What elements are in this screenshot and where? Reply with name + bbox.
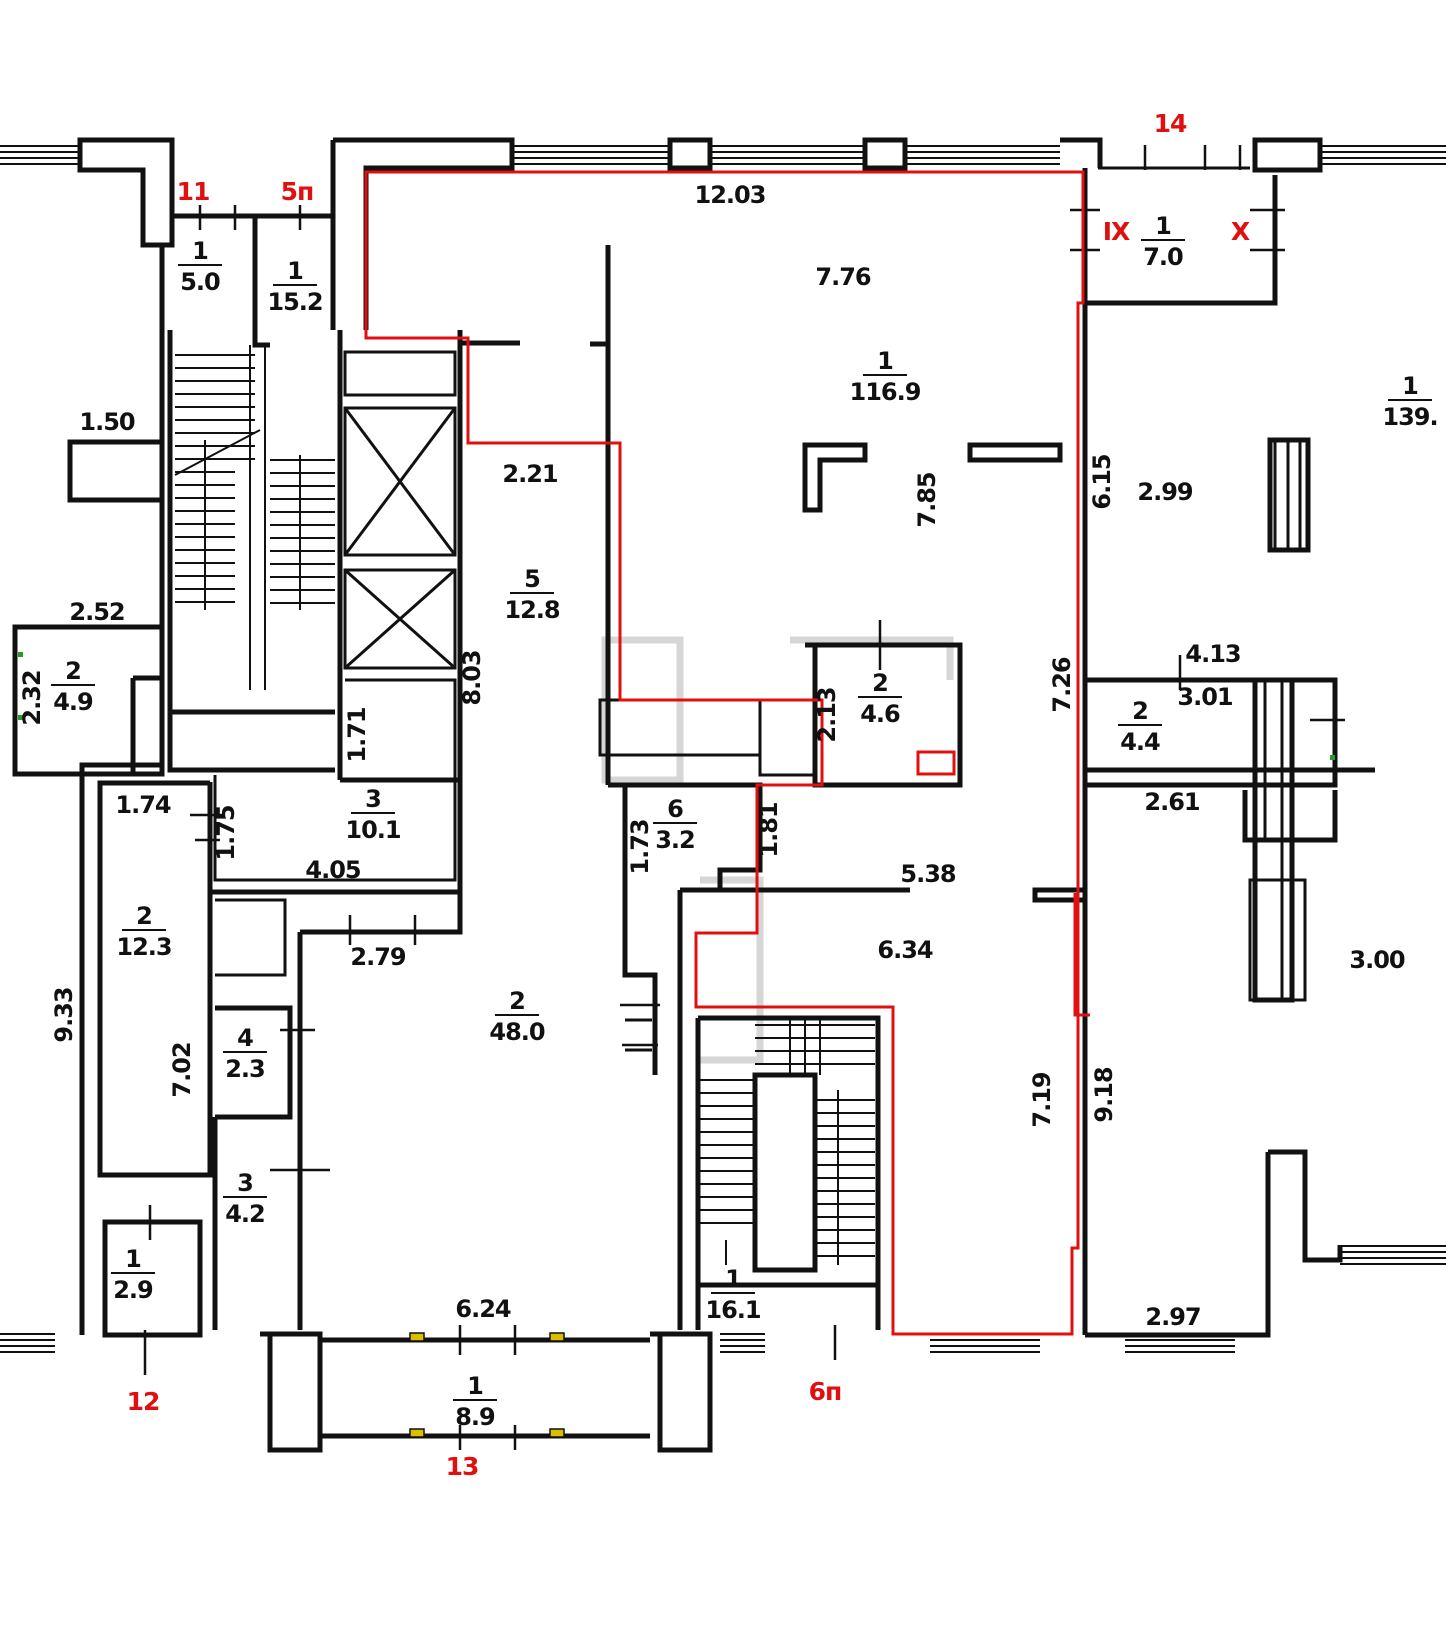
entrance-marker: 5п [281, 177, 314, 206]
dimension-label: 2.61 [1144, 788, 1200, 816]
entrance-marker: 12 [127, 1387, 160, 1416]
dimension-label: 1.71 [343, 707, 371, 763]
window-hardware [409, 1332, 565, 1438]
room-area: 5.0 [180, 268, 220, 296]
dimension-label: 3.01 [1177, 683, 1233, 711]
room-number: 1 [125, 1245, 141, 1273]
room-area: 4.6 [860, 700, 900, 728]
room-number: 1 [1402, 372, 1418, 400]
dimension-label: 12.03 [695, 181, 766, 209]
dimension-label: 2.13 [813, 687, 841, 742]
dimension-label: 2.52 [69, 598, 124, 626]
walls [12, 137, 1375, 1453]
room-area: 2.3 [225, 1055, 265, 1083]
dimension-label: 7.19 [1028, 1072, 1056, 1128]
room-number: 1 [877, 347, 893, 375]
room-number: 1 [192, 237, 208, 265]
room-area: 16.1 [705, 1296, 761, 1324]
entrance-marker: IX [1103, 217, 1130, 246]
room-area: 4.2 [225, 1200, 265, 1228]
entrance-marker: 14 [1154, 109, 1187, 138]
room-number: 2 [1132, 697, 1148, 725]
room-number: 4 [237, 1024, 253, 1052]
dimension-label: 7.85 [913, 472, 941, 528]
dimension-label: 2.97 [1145, 1303, 1200, 1331]
room-number: 2 [509, 987, 525, 1015]
entrance-marker: 11 [177, 177, 210, 206]
room-number: 3 [365, 785, 381, 813]
room-area: 10.1 [345, 816, 401, 844]
dimension-label: 8.03 [458, 650, 486, 705]
room-number: 3 [237, 1169, 253, 1197]
room-number: 1 [287, 257, 303, 285]
dimension-label: 1.74 [115, 791, 171, 819]
entrance-marker: 13 [446, 1452, 479, 1481]
room-area: 4.9 [53, 688, 93, 716]
dimension-label: 2.32 [18, 670, 46, 725]
room-number: 1 [1155, 212, 1171, 240]
dimension-label: 7.26 [1048, 657, 1076, 713]
room-number: 1 [725, 1265, 741, 1293]
room-area: 12.8 [504, 596, 560, 624]
room-area: 15.2 [267, 288, 322, 316]
dimension-label: 1.73 [626, 819, 654, 874]
premises-outline-stub [1073, 893, 1090, 1017]
room-number: 1 [467, 1372, 483, 1400]
dimension-label: 2.99 [1137, 478, 1193, 506]
room-area: 4.4 [1120, 728, 1160, 756]
room-area: 116.9 [850, 378, 921, 406]
dimension-label: 1.50 [79, 408, 135, 436]
room-number: 2 [136, 902, 152, 930]
dimension-label: 3.00 [1349, 946, 1405, 974]
dimension-label: 7.02 [168, 1042, 196, 1097]
room-area: 2.9 [113, 1276, 153, 1304]
entrance-marker: X [1231, 217, 1250, 246]
dimension-label: 4.05 [305, 856, 361, 884]
dimension-label: 9.18 [1090, 1067, 1118, 1123]
dimension-label: 2.21 [502, 460, 558, 488]
stairs [174, 345, 875, 1265]
room-area: 12.3 [116, 933, 171, 961]
green-marks [18, 652, 1335, 760]
door-ticks [143, 145, 1345, 1450]
dimension-label: 1.75 [212, 805, 240, 861]
dimension-label: 7.76 [815, 263, 871, 291]
red-small-box [916, 750, 956, 776]
entrance-marker: 6п [809, 1377, 842, 1406]
room-number: 2 [65, 657, 81, 685]
dimension-label: 6.24 [455, 1295, 511, 1323]
room-area: 139. [1382, 403, 1437, 431]
dimension-label: 6.15 [1088, 454, 1116, 510]
dimension-label: 1.81 [755, 802, 783, 858]
room-area: 8.9 [455, 1403, 495, 1431]
dimension-label: 9.33 [50, 987, 78, 1042]
room-area: 3.2 [655, 826, 695, 854]
premises-outline [364, 170, 1085, 1336]
dimension-label: 2.79 [350, 943, 406, 971]
dimension-label: 5.38 [900, 860, 956, 888]
watermark [601, 636, 954, 1064]
room-area: 48.0 [489, 1018, 545, 1046]
room-number: 6 [667, 795, 683, 823]
dimension-label: 4.13 [1185, 640, 1240, 668]
room-area: 7.0 [1143, 243, 1183, 271]
dimension-label: 6.34 [877, 936, 933, 964]
room-number: 2 [872, 669, 888, 697]
room-number: 5 [524, 565, 540, 593]
